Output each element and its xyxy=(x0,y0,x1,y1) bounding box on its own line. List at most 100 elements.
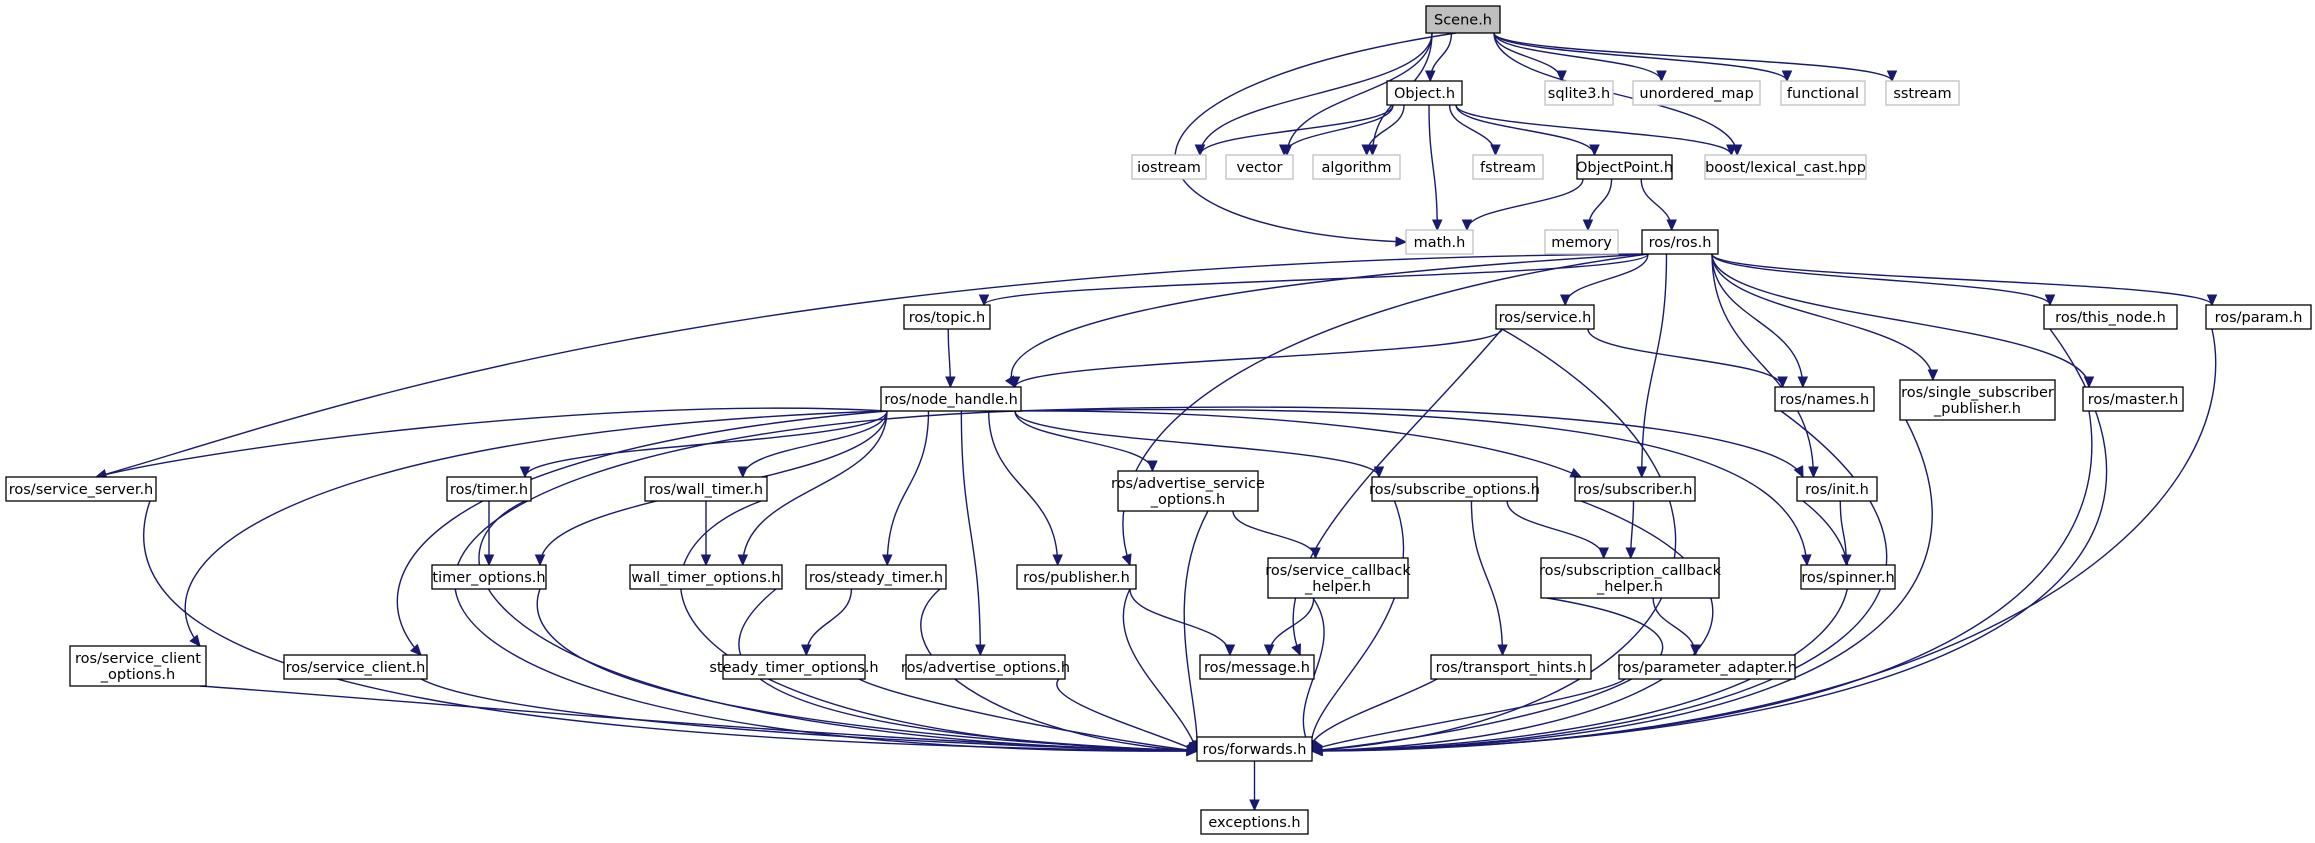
node-label: fstream xyxy=(1480,160,1536,176)
node-label: ros/topic.h xyxy=(909,310,986,326)
edge-object-to-math xyxy=(1428,104,1438,231)
arrowhead xyxy=(1582,219,1594,232)
arrowhead xyxy=(534,554,546,567)
node-box xyxy=(1425,5,1501,34)
arrowhead xyxy=(1569,467,1583,478)
node-service-client: ros/service_client.h xyxy=(283,654,428,680)
node-box xyxy=(5,476,157,502)
edge-transport-hints-to-forwards xyxy=(1310,678,1438,752)
arrowhead xyxy=(1797,376,1809,389)
node-lexical-cast: boost/lexical_cast.hpp xyxy=(1704,154,1867,180)
node-box xyxy=(1200,809,1309,835)
node-this-node: ros/this_node.h xyxy=(2043,304,2178,330)
node-label: ros/timer.h xyxy=(450,482,528,498)
node-label: ObjectPoint.h xyxy=(1576,160,1673,176)
edge-advertise-options-to-forwards xyxy=(1056,678,1198,752)
node-box xyxy=(1312,154,1401,180)
node-box xyxy=(1016,564,1137,590)
arrowhead xyxy=(1194,144,1206,157)
edge-objectpoint-to-math xyxy=(1466,178,1584,231)
edge-subscription-cb-helper-to-parameter-adapter xyxy=(1652,597,1697,656)
edge-scene-to-vector xyxy=(1286,32,1433,156)
edge-ros-to-master xyxy=(1711,253,2090,388)
arrowhead xyxy=(1598,547,1609,560)
edge-steady-timer-to-steady-timer-options xyxy=(805,588,853,656)
edge-service-server-to-forwards xyxy=(143,500,1198,752)
node-wall-timer-options: wall_timer_options.h xyxy=(629,564,783,590)
edge-ros-to-names xyxy=(1711,253,1804,388)
node-label: functional xyxy=(1787,86,1859,102)
arrowhead xyxy=(1781,70,1793,83)
arrowhead xyxy=(1497,644,1508,657)
node-label: ros/service_callback xyxy=(1265,563,1411,579)
node-topic: ros/topic.h xyxy=(903,304,991,330)
edge-publisher-to-forwards xyxy=(1122,588,1198,752)
arrowhead xyxy=(189,634,201,647)
node-label: math.h xyxy=(1414,235,1466,251)
edge-ros-to-this-node xyxy=(1711,253,2051,306)
edge-adv-service-opts-to-forwards xyxy=(1183,510,1209,752)
edge-object-to-objectpoint xyxy=(1455,104,1596,156)
node-label: Object.h xyxy=(1394,86,1455,102)
node-subscriber: ros/subscriber.h xyxy=(1574,476,1696,502)
edge-node-handle-to-wall-timer xyxy=(742,410,888,478)
node-box xyxy=(1885,80,1960,106)
node-label: wall_timer_options.h xyxy=(631,570,780,586)
node-names: ros/names.h xyxy=(1774,386,1875,412)
edge-parameter-adapter-to-forwards xyxy=(1311,678,1626,752)
node-box xyxy=(1199,654,1315,680)
arrowhead xyxy=(1559,294,1571,307)
edge-node-handle-to-advertise-options xyxy=(960,410,982,656)
edge-node-handle-to-init xyxy=(1014,406,1804,478)
node-box xyxy=(1225,154,1294,180)
edge-scene-to-lexical-cast xyxy=(1493,32,1738,156)
arrowhead xyxy=(2083,376,2095,389)
node-message: ros/message.h xyxy=(1199,654,1315,680)
arrowhead xyxy=(978,294,990,307)
edge-scene-to-unordered-map xyxy=(1493,32,1663,82)
node-label: ros/wall_timer.h xyxy=(649,482,763,498)
node-box xyxy=(1796,476,1878,502)
edge-ros-to-single-sub-pub xyxy=(1711,253,1934,381)
node-label: ros/init.h xyxy=(1805,482,1869,498)
node-label: ros/parameter_adapter.h xyxy=(1617,660,1797,676)
arrowhead xyxy=(1395,236,1408,247)
node-subscribe-opts: ros/subscribe_options.h xyxy=(1369,476,1540,502)
arrowhead xyxy=(1361,144,1372,157)
edge-steady-timer-to-forwards xyxy=(920,588,1198,752)
arrowhead xyxy=(1666,219,1677,232)
node-box xyxy=(905,654,1066,680)
node-box xyxy=(1472,154,1544,180)
node-algorithm: algorithm xyxy=(1312,154,1401,180)
arrowhead xyxy=(1793,465,1804,479)
arrowhead xyxy=(1310,547,1321,560)
node-label: Scene.h xyxy=(1434,13,1492,29)
arrowhead xyxy=(737,466,749,479)
node-box xyxy=(1430,654,1592,680)
edge-ros-to-init xyxy=(1711,253,1815,478)
node-label: ros/subscribe_options.h xyxy=(1369,482,1540,498)
edge-publisher-to-message xyxy=(1129,588,1231,656)
arrowhead xyxy=(1185,741,1199,752)
node-box xyxy=(1899,379,2056,421)
node-label: ros/master.h xyxy=(2088,392,2179,408)
edge-node-handle-to-adv-service-opts xyxy=(1014,410,1154,472)
node-label: ros/forwards.h xyxy=(1203,742,1307,758)
arrowhead xyxy=(519,466,531,479)
node-object: Object.h xyxy=(1386,80,1463,106)
node-label: _publisher.h xyxy=(1933,401,2021,417)
node-label: ros/node_handle.h xyxy=(884,392,1018,408)
arrowhead xyxy=(1636,466,1648,479)
edge-object-to-lexical-cast xyxy=(1455,104,1733,156)
node-label: ros/param.h xyxy=(2215,310,2303,326)
arrowhead xyxy=(1490,144,1501,157)
arrowhead xyxy=(1927,369,1939,382)
node-box xyxy=(283,654,428,680)
edge-node-handle-to-subscriber xyxy=(1014,410,1582,478)
edge-node-handle-to-service-client-opts xyxy=(184,410,888,647)
edge-param-to-forwards xyxy=(1311,328,2217,752)
edge-node-handle-to-subscribe-opts xyxy=(1014,410,1380,478)
node-box xyxy=(1117,470,1259,512)
arrowhead xyxy=(1249,799,1260,812)
edge-ros-to-service xyxy=(1564,253,1649,306)
